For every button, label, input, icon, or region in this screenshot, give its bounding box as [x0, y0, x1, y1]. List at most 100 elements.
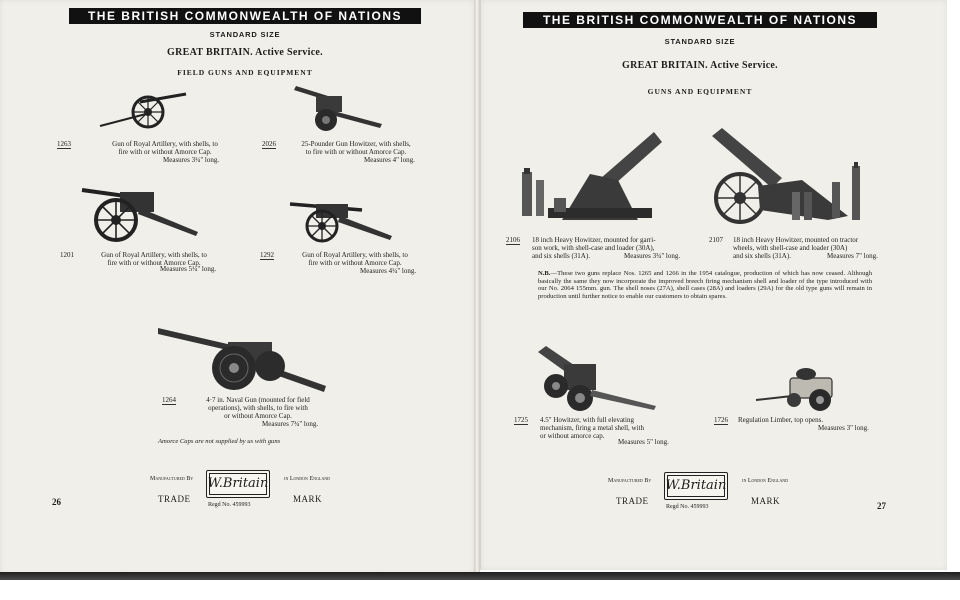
- item-line: fire with or without Amorce Cap.: [308, 259, 402, 267]
- item-line: operations), with shells, to fire with: [208, 404, 308, 412]
- left-subsection-title: FIELD GUNS AND EQUIPMENT: [177, 68, 313, 77]
- regd-number: Regd No. 459993: [666, 504, 709, 510]
- item-line: Regulation Limber, top opens.: [738, 416, 824, 424]
- item-number: 1264: [162, 396, 176, 405]
- logo-inner-border: [667, 475, 725, 497]
- item-number: 2026: [262, 140, 276, 149]
- item-number: 1201: [60, 251, 74, 259]
- item-number: 2106: [506, 236, 520, 245]
- howitzer-1725-image: [538, 346, 656, 411]
- catalogue-item: 2026 25-Pounder Gun Howitzer, with shell…: [262, 140, 428, 170]
- item-number: 1725: [514, 416, 528, 425]
- item-description: Gun of Royal Artillery, with shells, to …: [82, 251, 226, 267]
- item-line: fire with or without Amorce Cap.: [118, 148, 212, 156]
- item-line: fire with or without Amorce Cap.: [107, 259, 201, 267]
- left-section-title: GREAT BRITAIN. Active Service.: [167, 47, 323, 58]
- item-measure: Measures 4" long.: [364, 156, 415, 164]
- nb-label: N.B.: [538, 270, 551, 277]
- background-strip: [0, 580, 960, 600]
- naval-gun-1264-image: [158, 328, 326, 392]
- right-page-banner: THE BRITISH COMMONWEALTH OF NATIONS: [523, 12, 877, 28]
- mark-label: MARK: [750, 496, 780, 506]
- right-subsection-title: GUNS AND EQUIPMENT: [647, 87, 753, 96]
- item-number: 2107: [709, 236, 723, 244]
- heavy-howitzer-2106-image: [522, 132, 662, 220]
- right-size-label: STANDARD SIZE: [664, 37, 736, 46]
- item-description: Regulation Limber, top opens.: [738, 416, 882, 424]
- item-line: to fire with or without Amorce Cap.: [305, 148, 407, 156]
- nb-note: N.B.—These two guns replace Nos. 1265 an…: [538, 270, 872, 300]
- item-description: 4·7 in. Naval Gun (mounted for field ope…: [188, 396, 328, 420]
- field-gun-1263-image: [99, 92, 187, 129]
- left-trademark: Manufactured By W.Britain in London Engl…: [150, 470, 330, 520]
- item-line: 4.5" Howitzer, with full elevating: [540, 416, 634, 424]
- item-description: Gun of Royal Artillery, with shells, to …: [284, 251, 426, 267]
- trade-label: TRADE: [158, 494, 191, 504]
- item-line: 18 inch Heavy Howitzer, mounted for garr…: [532, 236, 656, 244]
- manufactured-by-label: Manufactured By: [608, 478, 652, 484]
- logo-text: W.Britain: [665, 478, 727, 493]
- item-line: or without Amorce Cap.: [224, 412, 292, 420]
- item-line: wheels, with shell-case and loader (30A): [733, 244, 848, 252]
- item-measure: Measures 5" long.: [618, 438, 669, 446]
- item-line: 25-Pounder Gun Howitzer, with shells,: [301, 140, 411, 148]
- book-gutter: [474, 0, 480, 574]
- trade-label: TRADE: [616, 496, 649, 506]
- logo-inner-border: [209, 473, 267, 495]
- item-description: 4.5" Howitzer, with full elevating mecha…: [540, 416, 686, 440]
- wbritain-logo: W.Britain: [206, 470, 270, 498]
- item-line: 18 inch Heavy Howitzer, mounted on tract…: [733, 236, 859, 244]
- item-line: Gun of Royal Artillery, with shells, to: [101, 251, 207, 259]
- in-london-label: in London England: [742, 478, 788, 484]
- item-line: and six shells (31A).: [532, 252, 590, 260]
- item-line: and six shells (31A).: [733, 252, 791, 260]
- field-gun-1201-image: [81, 188, 198, 242]
- item-description: Gun of Royal Artillery, with shells, to …: [81, 140, 249, 156]
- item-measure: Measures 3¼" long.: [163, 156, 220, 164]
- catalogue-item: 1726 Regulation Limber, top opens. Measu…: [714, 416, 884, 436]
- limber-1726-image: [755, 368, 833, 411]
- page-bottom-edge: [0, 572, 960, 580]
- item-line: mechanism, firing a metal shell, with: [540, 424, 645, 432]
- heavy-howitzer-2107-image: [712, 128, 860, 224]
- catalogue-item: 1292 Gun of Royal Artillery, with shells…: [260, 251, 428, 281]
- manufactured-by-label: Manufactured By: [150, 476, 194, 482]
- catalogue-item: 1263 Gun of Royal Artillery, with shells…: [57, 140, 247, 170]
- left-page-banner: THE BRITISH COMMONWEALTH OF NATIONS: [69, 8, 421, 24]
- item-measure: Measures 7¾" long.: [262, 420, 319, 428]
- in-london-label: in London England: [284, 476, 330, 482]
- catalogue-item: 1725 4.5" Howitzer, with full elevating …: [514, 416, 686, 456]
- left-footnote: Amorce Caps are not supplied by us with …: [158, 438, 281, 445]
- catalogue-item: 2107 18 inch Heavy Howitzer, mounted on …: [709, 236, 889, 266]
- item-line: son work, with shell-case and loader (30…: [532, 244, 655, 252]
- right-trademark: Manufactured By W.Britain in London Engl…: [608, 472, 788, 522]
- item-description: 25-Pounder Gun Howitzer, with shells, to…: [286, 140, 426, 156]
- item-measure: Measures 5¼" long.: [160, 265, 217, 273]
- mark-label: MARK: [292, 494, 322, 504]
- catalogue-item: 2106 18 inch Heavy Howitzer, mounted for…: [506, 236, 702, 266]
- right-page-number: 27: [877, 501, 886, 511]
- item-measure: Measures 3¾" long.: [624, 252, 681, 260]
- item-line: or without amorce cap.: [540, 432, 605, 440]
- logo-text: W.Britain: [207, 476, 269, 491]
- item-number: 1726: [714, 416, 728, 425]
- item-number: 1263: [57, 140, 71, 149]
- right-section-title: GREAT BRITAIN. Active Service.: [622, 60, 778, 71]
- left-size-label: STANDARD SIZE: [209, 30, 281, 39]
- item-number: 1292: [260, 251, 274, 260]
- left-page-number: 26: [52, 497, 61, 507]
- catalogue-item: 1201 Gun of Royal Artillery, with shells…: [60, 251, 230, 281]
- item-line: 4·7 in. Naval Gun (mounted for field: [206, 396, 310, 404]
- howitzer-2026-image: [294, 86, 382, 131]
- catalogue-item: 1264 4·7 in. Naval Gun (mounted for fiel…: [162, 396, 330, 436]
- item-measure: Measures 4¼" long.: [360, 267, 417, 275]
- wbritain-logo: W.Britain: [664, 472, 728, 500]
- item-measure: Measures 7" long.: [827, 252, 878, 260]
- item-description: 18 inch Heavy Howitzer, mounted on tract…: [733, 236, 887, 260]
- nb-text: —These two guns replace Nos. 1265 and 12…: [538, 270, 872, 300]
- item-line: Gun of Royal Artillery, with shells, to: [302, 251, 408, 259]
- item-measure: Measures 3" long.: [818, 424, 869, 432]
- field-gun-1292-image: [289, 202, 392, 243]
- item-description: 18 inch Heavy Howitzer, mounted for garr…: [532, 236, 702, 260]
